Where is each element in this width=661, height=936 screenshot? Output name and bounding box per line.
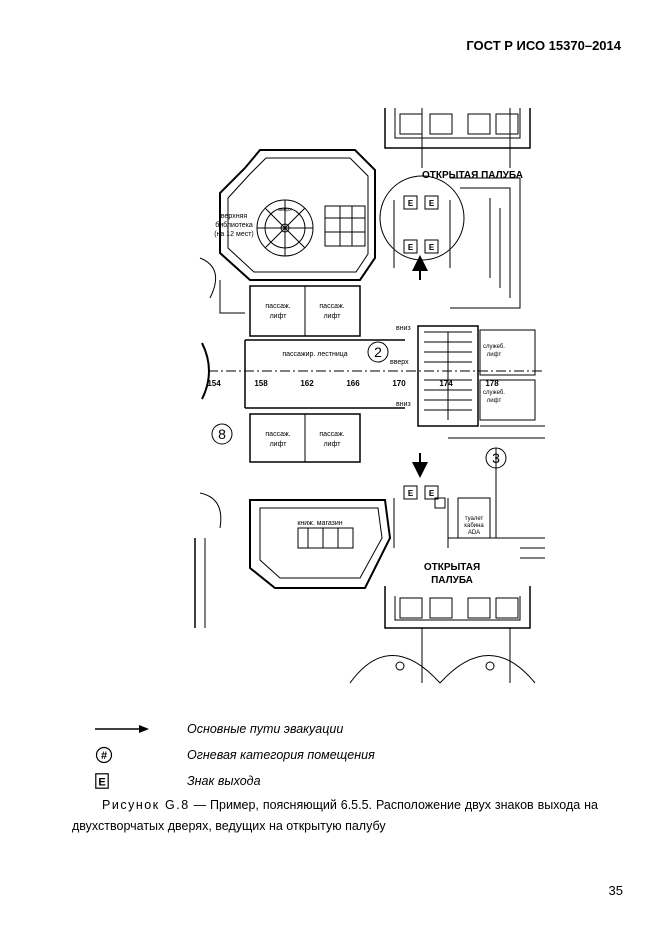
exit-sign-icon: E <box>429 199 435 208</box>
deck-plan-drawing: E E E E E E 2 3 8 ОТКРЫТАЯ ПАЛУБА ОТКРЫТ… <box>190 108 550 688</box>
exit-sign-icon: E <box>429 489 435 498</box>
exit-sign-icon: E <box>95 773 187 789</box>
service-lift-label: служеб. <box>483 390 505 396</box>
lift-label: лифт <box>324 441 342 448</box>
legend-text: Огневая категория помещения <box>187 748 375 762</box>
page-number: 35 <box>608 883 623 898</box>
service-lift-label: лифт <box>487 398 502 404</box>
library-label: библиотека <box>215 221 253 229</box>
svg-text:E: E <box>98 777 105 789</box>
lift-label: лифт <box>270 313 288 320</box>
svg-text:#: # <box>101 750 107 762</box>
bookshop-label: книж. магазин <box>297 520 342 527</box>
stair-up-label: вверх <box>278 207 292 213</box>
library-label: верхняя <box>221 213 248 220</box>
fire-category-circle <box>485 447 507 469</box>
service-lift-label: служеб. <box>483 344 505 350</box>
frame-number: 158 <box>254 379 268 388</box>
lift-label: лифт <box>270 441 288 448</box>
exit-sign-icon: E <box>408 199 414 208</box>
frame-number: 174 <box>439 379 453 388</box>
frame-number: 178 <box>485 379 499 388</box>
up-label: вверх <box>390 359 409 366</box>
down-label: вниз <box>396 401 411 408</box>
caption-text: — Пример, поясняющий 6.5.5. Расположение… <box>72 798 598 833</box>
document-header: ГОСТ Р ИСО 15370–2014 <box>466 38 621 53</box>
legend-text: Знак выхода <box>187 774 261 788</box>
open-deck-label-bottom: ОТКРЫТАЯ <box>424 562 480 573</box>
frame-number: 162 <box>300 379 314 388</box>
legend-item: E Знак выхода <box>95 768 615 794</box>
fire-category-circle <box>367 341 389 363</box>
service-lift-label: лифт <box>487 352 502 358</box>
lift-label: пассаж. <box>265 431 290 438</box>
frame-number: 170 <box>392 379 406 388</box>
fire-category-circle <box>211 423 233 445</box>
toilet-label: кабина <box>464 523 484 529</box>
exit-sign-icon: E <box>408 489 414 498</box>
frame-number: 154 <box>207 379 221 388</box>
arrow-icon <box>95 724 187 734</box>
open-deck-label-bottom: ПАЛУБА <box>431 575 473 586</box>
fire-category-number: 2 <box>374 344 382 360</box>
figure-caption: Рисунок G.8 — Пример, поясняющий 6.5.5. … <box>72 795 598 837</box>
lift-label: пассаж. <box>319 303 344 310</box>
exit-sign-icon: E <box>429 243 435 252</box>
open-deck-label-top: ОТКРЫТАЯ ПАЛУБА <box>422 170 523 181</box>
exit-sign-icon: E <box>408 243 414 252</box>
legend: Основные пути эвакуации # Огневая катего… <box>95 716 615 794</box>
fire-category-number: 3 <box>492 450 500 466</box>
down-label: вниз <box>396 325 411 332</box>
toilet-label: ADA <box>468 530 480 536</box>
deck-plan-svg: E E E E E E 2 3 8 ОТКРЫТАЯ ПАЛУБА ОТКРЫТ… <box>194 108 545 684</box>
legend-item: Основные пути эвакуации <box>95 716 615 742</box>
hash-circle-icon: # <box>95 746 187 764</box>
lift-label: пассаж. <box>265 303 290 310</box>
frame-number: 166 <box>346 379 360 388</box>
fire-category-number: 8 <box>218 426 226 442</box>
legend-text: Основные пути эвакуации <box>187 722 344 736</box>
legend-item: # Огневая категория помещения <box>95 742 615 768</box>
figure-label: Рисунок G.8 <box>102 798 190 812</box>
lift-label: пассаж. <box>319 431 344 438</box>
toilet-label: туалет <box>465 516 484 522</box>
stair-hall-label: пассажир. лестница <box>282 351 347 358</box>
library-label: (на 12 мест) <box>214 231 254 238</box>
lift-label: лифт <box>324 313 342 320</box>
